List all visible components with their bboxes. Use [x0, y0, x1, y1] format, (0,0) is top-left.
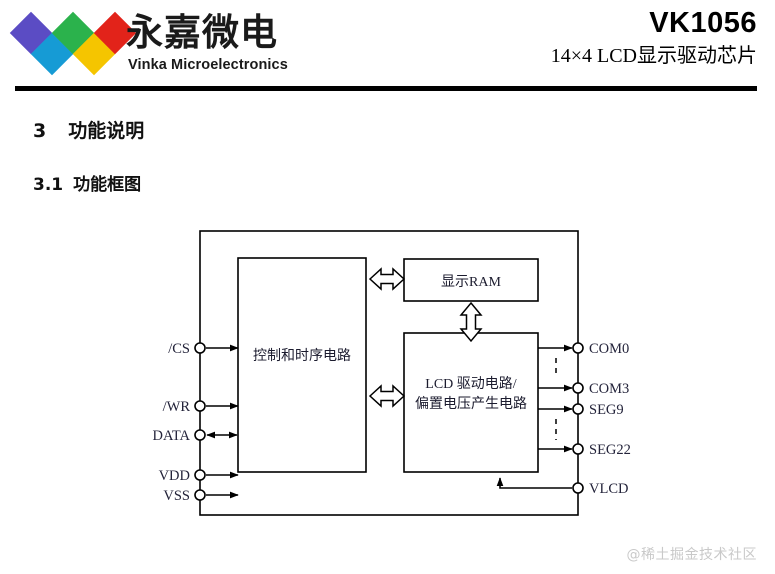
pin-cs-label: /CS — [168, 341, 190, 357]
pin-vdd-label: VDD — [159, 468, 190, 484]
watermark: @稀土掘金技术社区 — [626, 547, 757, 563]
company-logo: 永嘉微电 Vinka Microelectronics — [9, 10, 344, 80]
block-control-timing — [237, 257, 367, 473]
pin-data-terminal — [194, 429, 206, 441]
subsection-title: 功能框图 — [73, 175, 142, 195]
pin-vlcd-wire — [496, 477, 572, 489]
pin-data-label: DATA — [152, 428, 190, 444]
pin-seg22-terminal — [572, 443, 584, 455]
pin-vss-label: VSS — [163, 488, 190, 504]
pin-com3-terminal — [572, 382, 584, 394]
block-lcd-driver — [403, 332, 539, 473]
pin-com3-label: COM3 — [589, 381, 629, 397]
pin-cs-terminal — [194, 342, 206, 354]
pin-vlcd-terminal — [572, 482, 584, 494]
pin-vdd: VDD — [159, 468, 239, 484]
pin-com0-label: COM0 — [589, 341, 629, 357]
pin-com0: COM0 — [538, 341, 629, 357]
part-subtitle: 14×4 LCD显示驱动芯片 — [550, 45, 757, 67]
block-lcd-driver-label-line2: 偏置电压产生电路 — [415, 396, 527, 412]
pin-vss: VSS — [163, 488, 239, 504]
pin-cs: /CS — [168, 341, 239, 357]
section-heading-3-1: 3.1 功能框图 — [33, 170, 141, 195]
bidirectional-arrow-control-ram-icon — [368, 267, 406, 291]
pin-data: DATA — [152, 428, 238, 444]
pin-seg9-terminal — [572, 403, 584, 415]
chip-boundary — [199, 230, 579, 516]
section-heading-3: 3 功能说明 — [33, 116, 144, 143]
section-number: 3 — [33, 120, 47, 142]
pin-wr-label: /WR — [163, 399, 191, 415]
pin-wr-terminal — [194, 400, 206, 412]
pin-vss-terminal — [194, 489, 206, 501]
logo-mark-icon — [9, 11, 137, 76]
pin-vlcd: VLCD — [496, 477, 628, 497]
header-titles: VK1056 14×4 LCD显示驱动芯片 — [551, 6, 757, 70]
pin-com0-terminal — [572, 342, 584, 354]
pin-seg9: SEG9 — [538, 402, 624, 418]
part-number: VK1056 — [649, 7, 757, 39]
bidirectional-arrow-ram-lcd-icon — [459, 301, 483, 343]
pin-wr: /WR — [163, 399, 239, 415]
subsection-number: 3.1 — [33, 175, 64, 195]
logo-wordmark-cn: 永嘉微电 — [126, 11, 278, 54]
pin-seg22-label: SEG22 — [589, 442, 631, 458]
bidirectional-arrow-control-lcd-icon — [368, 384, 406, 408]
logo-wordmark-en: Vinka Microelectronics — [128, 57, 288, 73]
block-lcd-driver-label-line1: LCD 驱动电路/ — [425, 376, 516, 392]
pin-vdd-terminal — [194, 469, 206, 481]
pin-seg22: SEG22 — [538, 442, 631, 458]
section-title: 功能说明 — [68, 120, 145, 142]
pin-seg9-label: SEG9 — [589, 402, 624, 418]
page-header: 永嘉微电 Vinka Microelectronics VK1056 14×4 … — [0, 0, 775, 92]
pin-com3: COM3 — [538, 381, 629, 397]
pin-vlcd-label: VLCD — [589, 481, 628, 497]
block-display-ram — [403, 258, 539, 302]
block-display-ram-label: 显示RAM — [441, 275, 501, 290]
block-control-timing-label: 控制和时序电路 — [253, 348, 351, 364]
header-divider — [15, 86, 757, 91]
